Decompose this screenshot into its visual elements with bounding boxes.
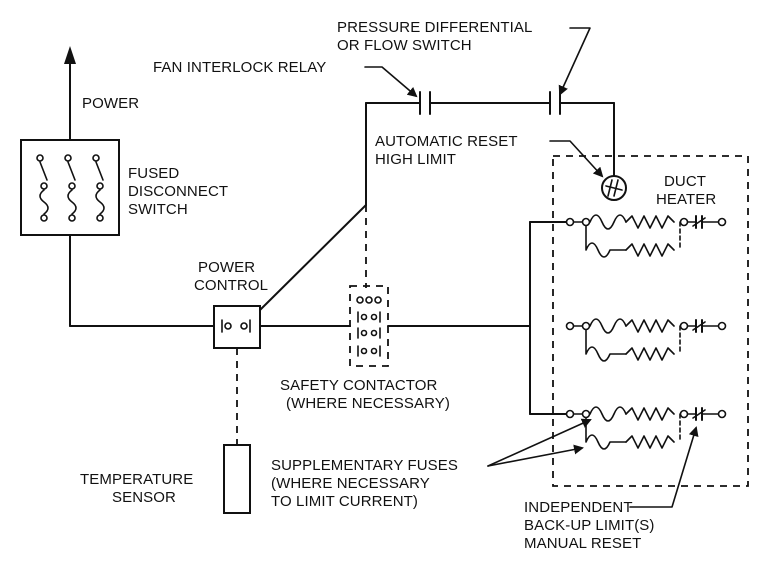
fused-disconnect-label-2: DISCONNECT xyxy=(128,183,228,200)
fan-interlock-relay-label: FAN INTERLOCK RELAY xyxy=(153,59,326,76)
supplementary-fuses-leader-2 xyxy=(487,444,584,467)
safety-contactor-label-1: SAFETY CONTACTOR xyxy=(280,377,438,394)
fused-disconnect-label-1: FUSED xyxy=(128,165,179,182)
safety-contactor-label-2: (WHERE NECESSARY) xyxy=(286,395,450,412)
control-line-diagonal xyxy=(259,204,367,311)
auto-reset-label-2: HIGH LIMIT xyxy=(375,151,456,168)
supplementary-fuses-leader-1 xyxy=(487,418,592,467)
backup-limit-leader xyxy=(629,426,699,508)
auto-reset-label-1: AUTOMATIC RESET xyxy=(375,133,518,150)
temperature-sensor xyxy=(223,444,251,514)
heater-stage-3 xyxy=(565,406,727,450)
auto-reset-leader xyxy=(549,140,604,178)
pressure-switch-contact xyxy=(549,91,561,115)
power-control-box xyxy=(213,305,261,349)
pressure-switch-label-1: PRESSURE DIFFERENTIAL xyxy=(337,19,532,36)
pressure-switch-leader xyxy=(558,27,591,96)
pressure-switch-label-2: OR FLOW SWITCH xyxy=(337,37,472,54)
duct-heater-label-1: DUCT xyxy=(664,173,706,190)
switch-pole-icon xyxy=(36,154,49,222)
power-arrow-icon xyxy=(64,46,76,64)
backup-limit-label-3: MANUAL RESET xyxy=(524,535,641,552)
heater-stage-1 xyxy=(565,214,727,258)
backup-limit-label-2: BACK-UP LIMIT(S) xyxy=(524,517,655,534)
fan-interlock-relay-contact xyxy=(419,91,431,115)
switch-pole-icon xyxy=(64,154,77,222)
supplementary-fuses-label-3: TO LIMIT CURRENT) xyxy=(271,493,418,510)
power-control-label-2: CONTROL xyxy=(194,277,268,294)
fused-disconnect-label-3: SWITCH xyxy=(128,201,188,218)
backup-limit-label-1: INDEPENDENT xyxy=(524,499,633,516)
switch-pole-icon xyxy=(92,154,105,222)
temperature-sensor-label-1: TEMPERATURE xyxy=(80,471,193,488)
power-label: POWER xyxy=(82,95,139,112)
high-limit-thermostat-icon xyxy=(601,175,627,201)
supplementary-fuses-label-1: SUPPLEMENTARY FUSES xyxy=(271,457,458,474)
power-line xyxy=(64,46,215,327)
fused-disconnect-switch xyxy=(20,139,120,236)
duct-heater-enclosure xyxy=(552,155,749,487)
fan-interlock-leader xyxy=(364,66,418,98)
power-control-label-1: POWER xyxy=(198,259,255,276)
duct-heater-label-2: HEATER xyxy=(656,191,716,208)
safety-contactor xyxy=(349,285,389,367)
heater-stage-2 xyxy=(565,318,727,362)
temperature-sensor-label-2: SENSOR xyxy=(112,489,176,506)
supplementary-fuses-label-2: (WHERE NECESSARY xyxy=(271,475,430,492)
